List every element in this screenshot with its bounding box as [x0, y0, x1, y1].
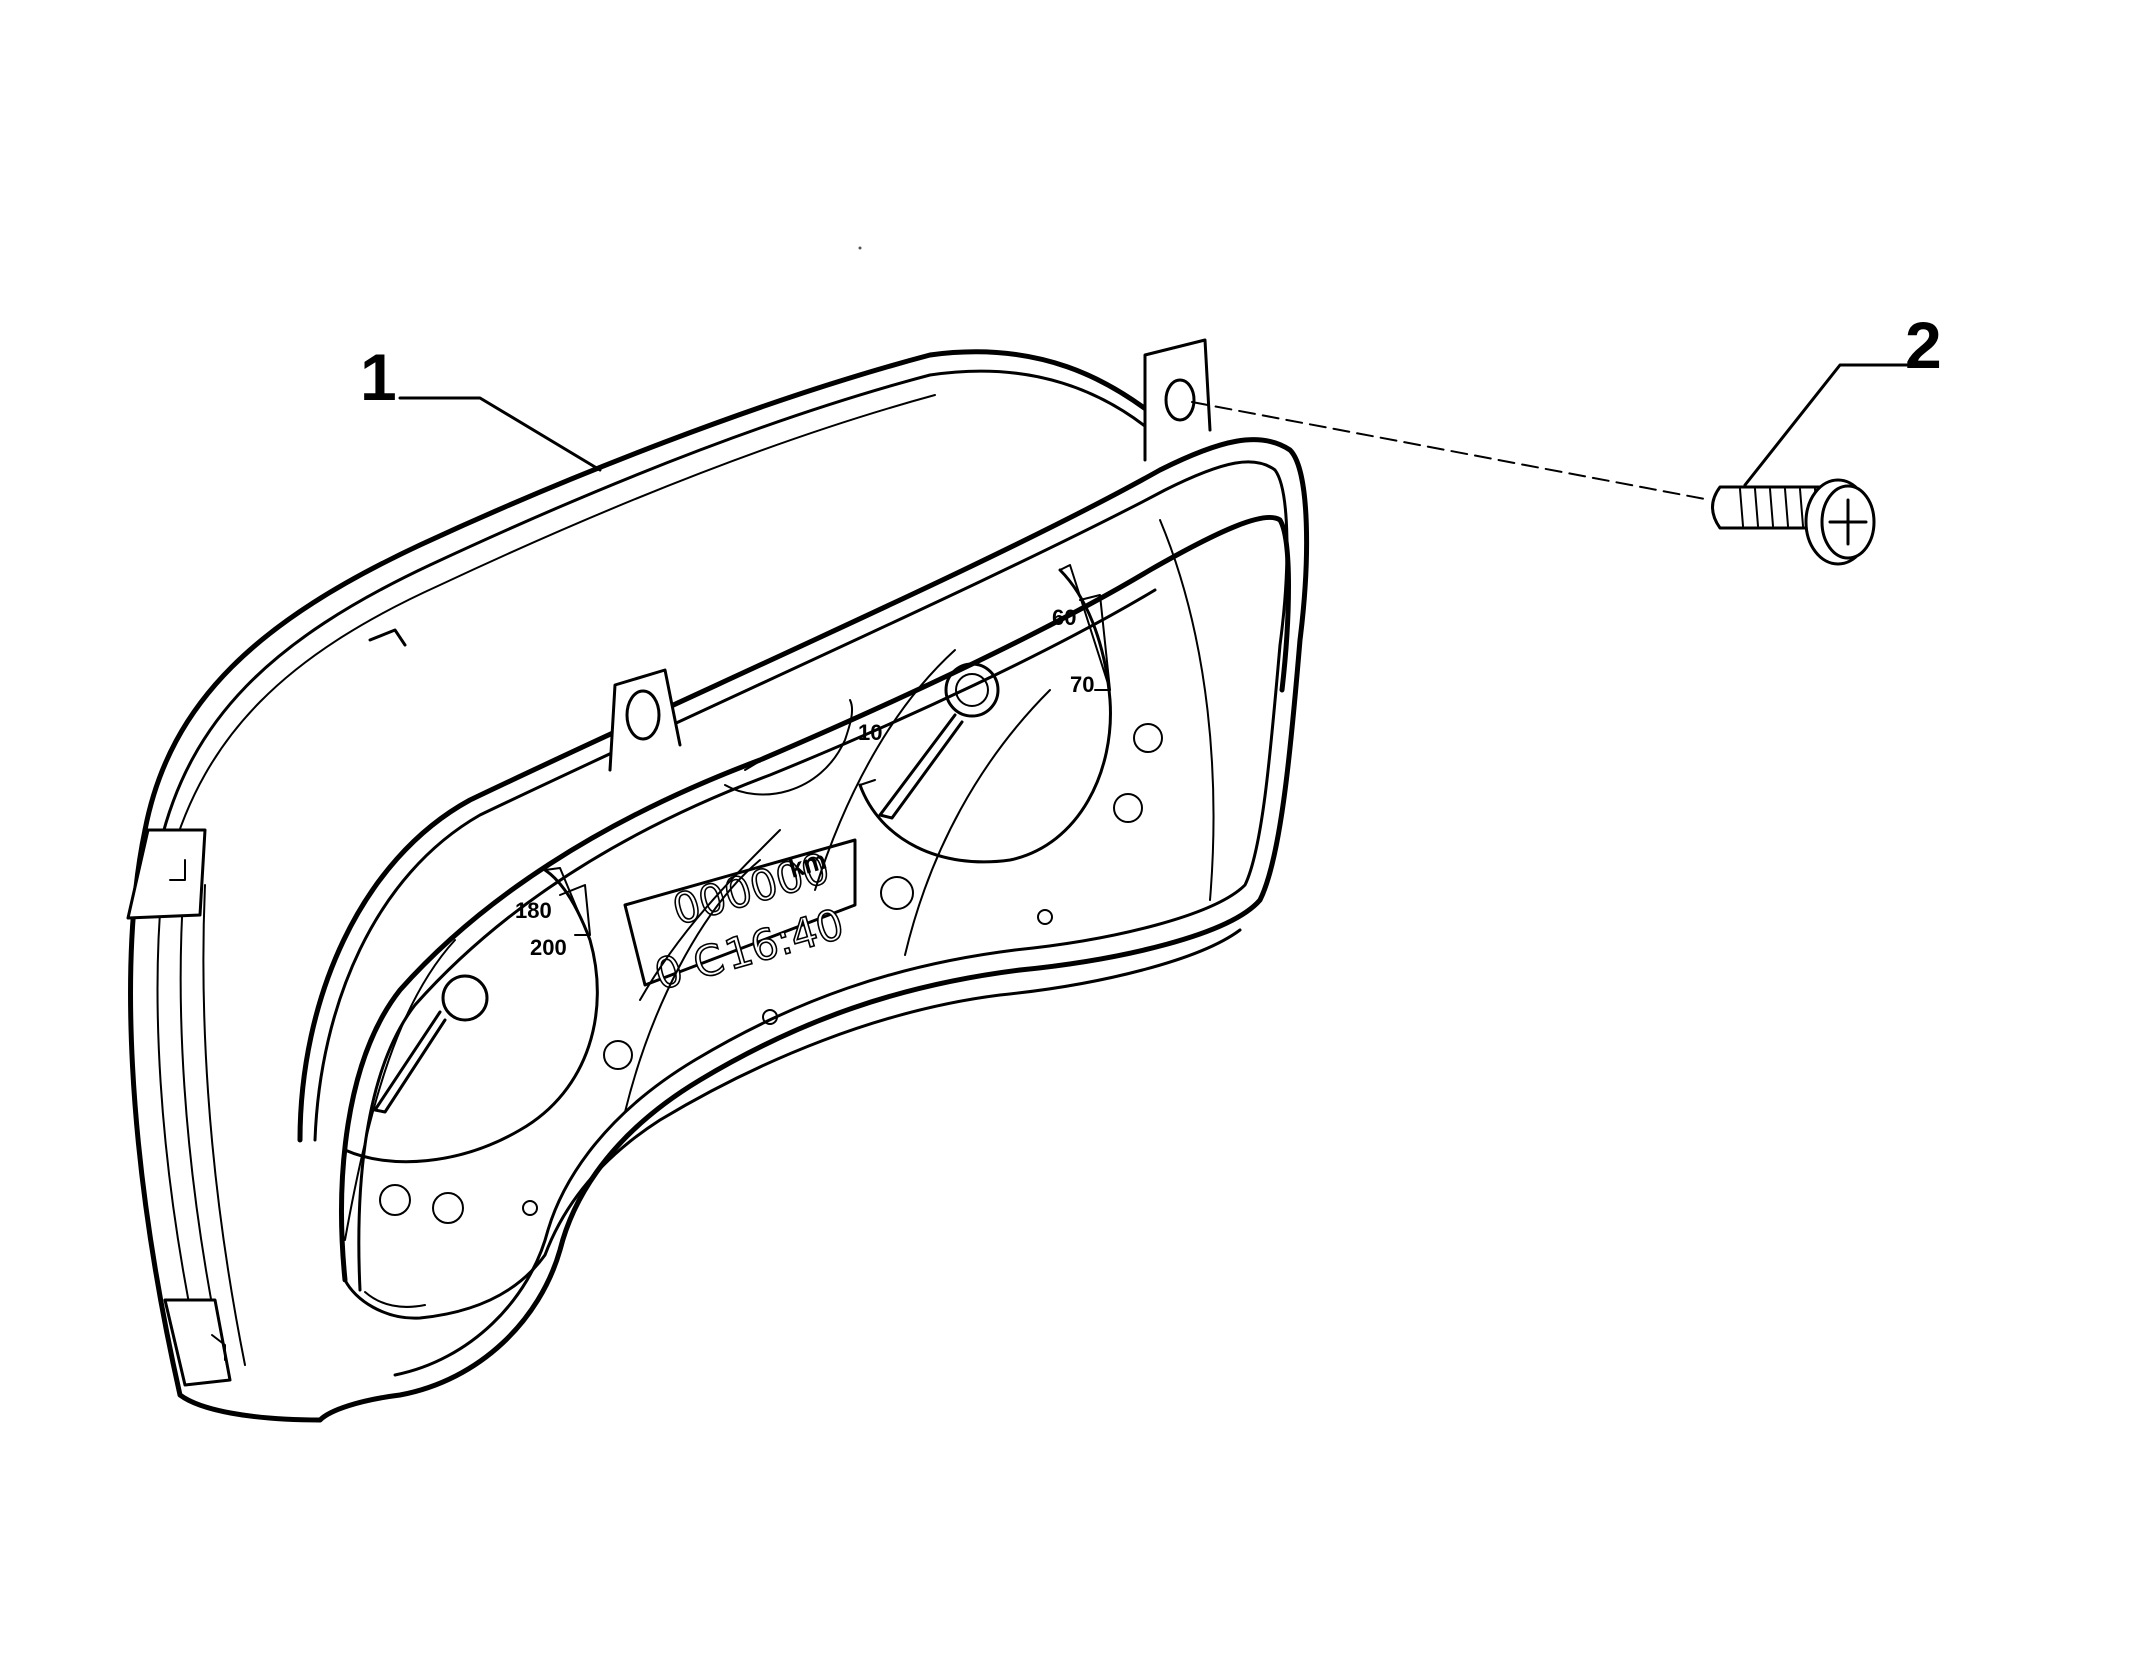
callout-label-1: 1 — [360, 340, 397, 414]
tachometer-needle-hub — [944, 662, 1000, 718]
tachometer-lamp-upper — [1133, 723, 1163, 753]
phillips-cross — [1828, 498, 1868, 546]
lower-lamp-2 — [432, 1192, 464, 1224]
tachometer-lamp-lower — [1113, 793, 1143, 823]
cluster-rear-housing — [142, 349, 1173, 833]
right-mounting-tab — [1143, 338, 1212, 462]
tachometer-needle — [878, 713, 964, 820]
right-mounting-hole — [1164, 378, 1196, 422]
callout-label-2: 2 — [1905, 308, 1942, 382]
tachometer-tick-70: 70 — [1070, 672, 1094, 697]
lower-lamp-3 — [522, 1200, 538, 1216]
tachometer-tick-10: 10 — [858, 720, 882, 745]
tachometer-tick-60: 60 — [1052, 605, 1076, 630]
assembly-axis-line — [1191, 401, 1711, 501]
speedometer-indicator-lamp — [603, 1040, 633, 1070]
left-lower-clip — [163, 1298, 232, 1387]
callout-1-leader — [398, 396, 602, 472]
cluster-left-wall — [128, 827, 323, 1423]
instrument-cluster: 180 200 000000 km 0 C 16:40 60 70 10 — [126, 338, 1310, 1423]
left-upper-clip — [126, 828, 207, 920]
speedometer-needle-hub — [441, 974, 489, 1022]
speedometer-tick-180: 180 — [515, 898, 552, 923]
center-display-window — [623, 838, 857, 987]
cluster-rear-housing-inner — [158, 369, 1152, 847]
callout-2-leader — [1743, 363, 1912, 487]
speedometer-needle — [373, 1010, 447, 1114]
indicator-dot-right — [1037, 909, 1053, 925]
lower-lamp-1 — [379, 1184, 411, 1216]
tachometer-dial — [858, 568, 1112, 864]
cluster-front-bezel — [297, 437, 1310, 1423]
middle-mounting-hole — [625, 689, 661, 741]
indicator-dot-center — [762, 1009, 778, 1025]
speedometer-tick-200: 200 — [530, 935, 567, 960]
mounting-screw — [1711, 478, 1876, 566]
center-lamp — [880, 876, 914, 910]
middle-mounting-tab — [608, 668, 682, 772]
